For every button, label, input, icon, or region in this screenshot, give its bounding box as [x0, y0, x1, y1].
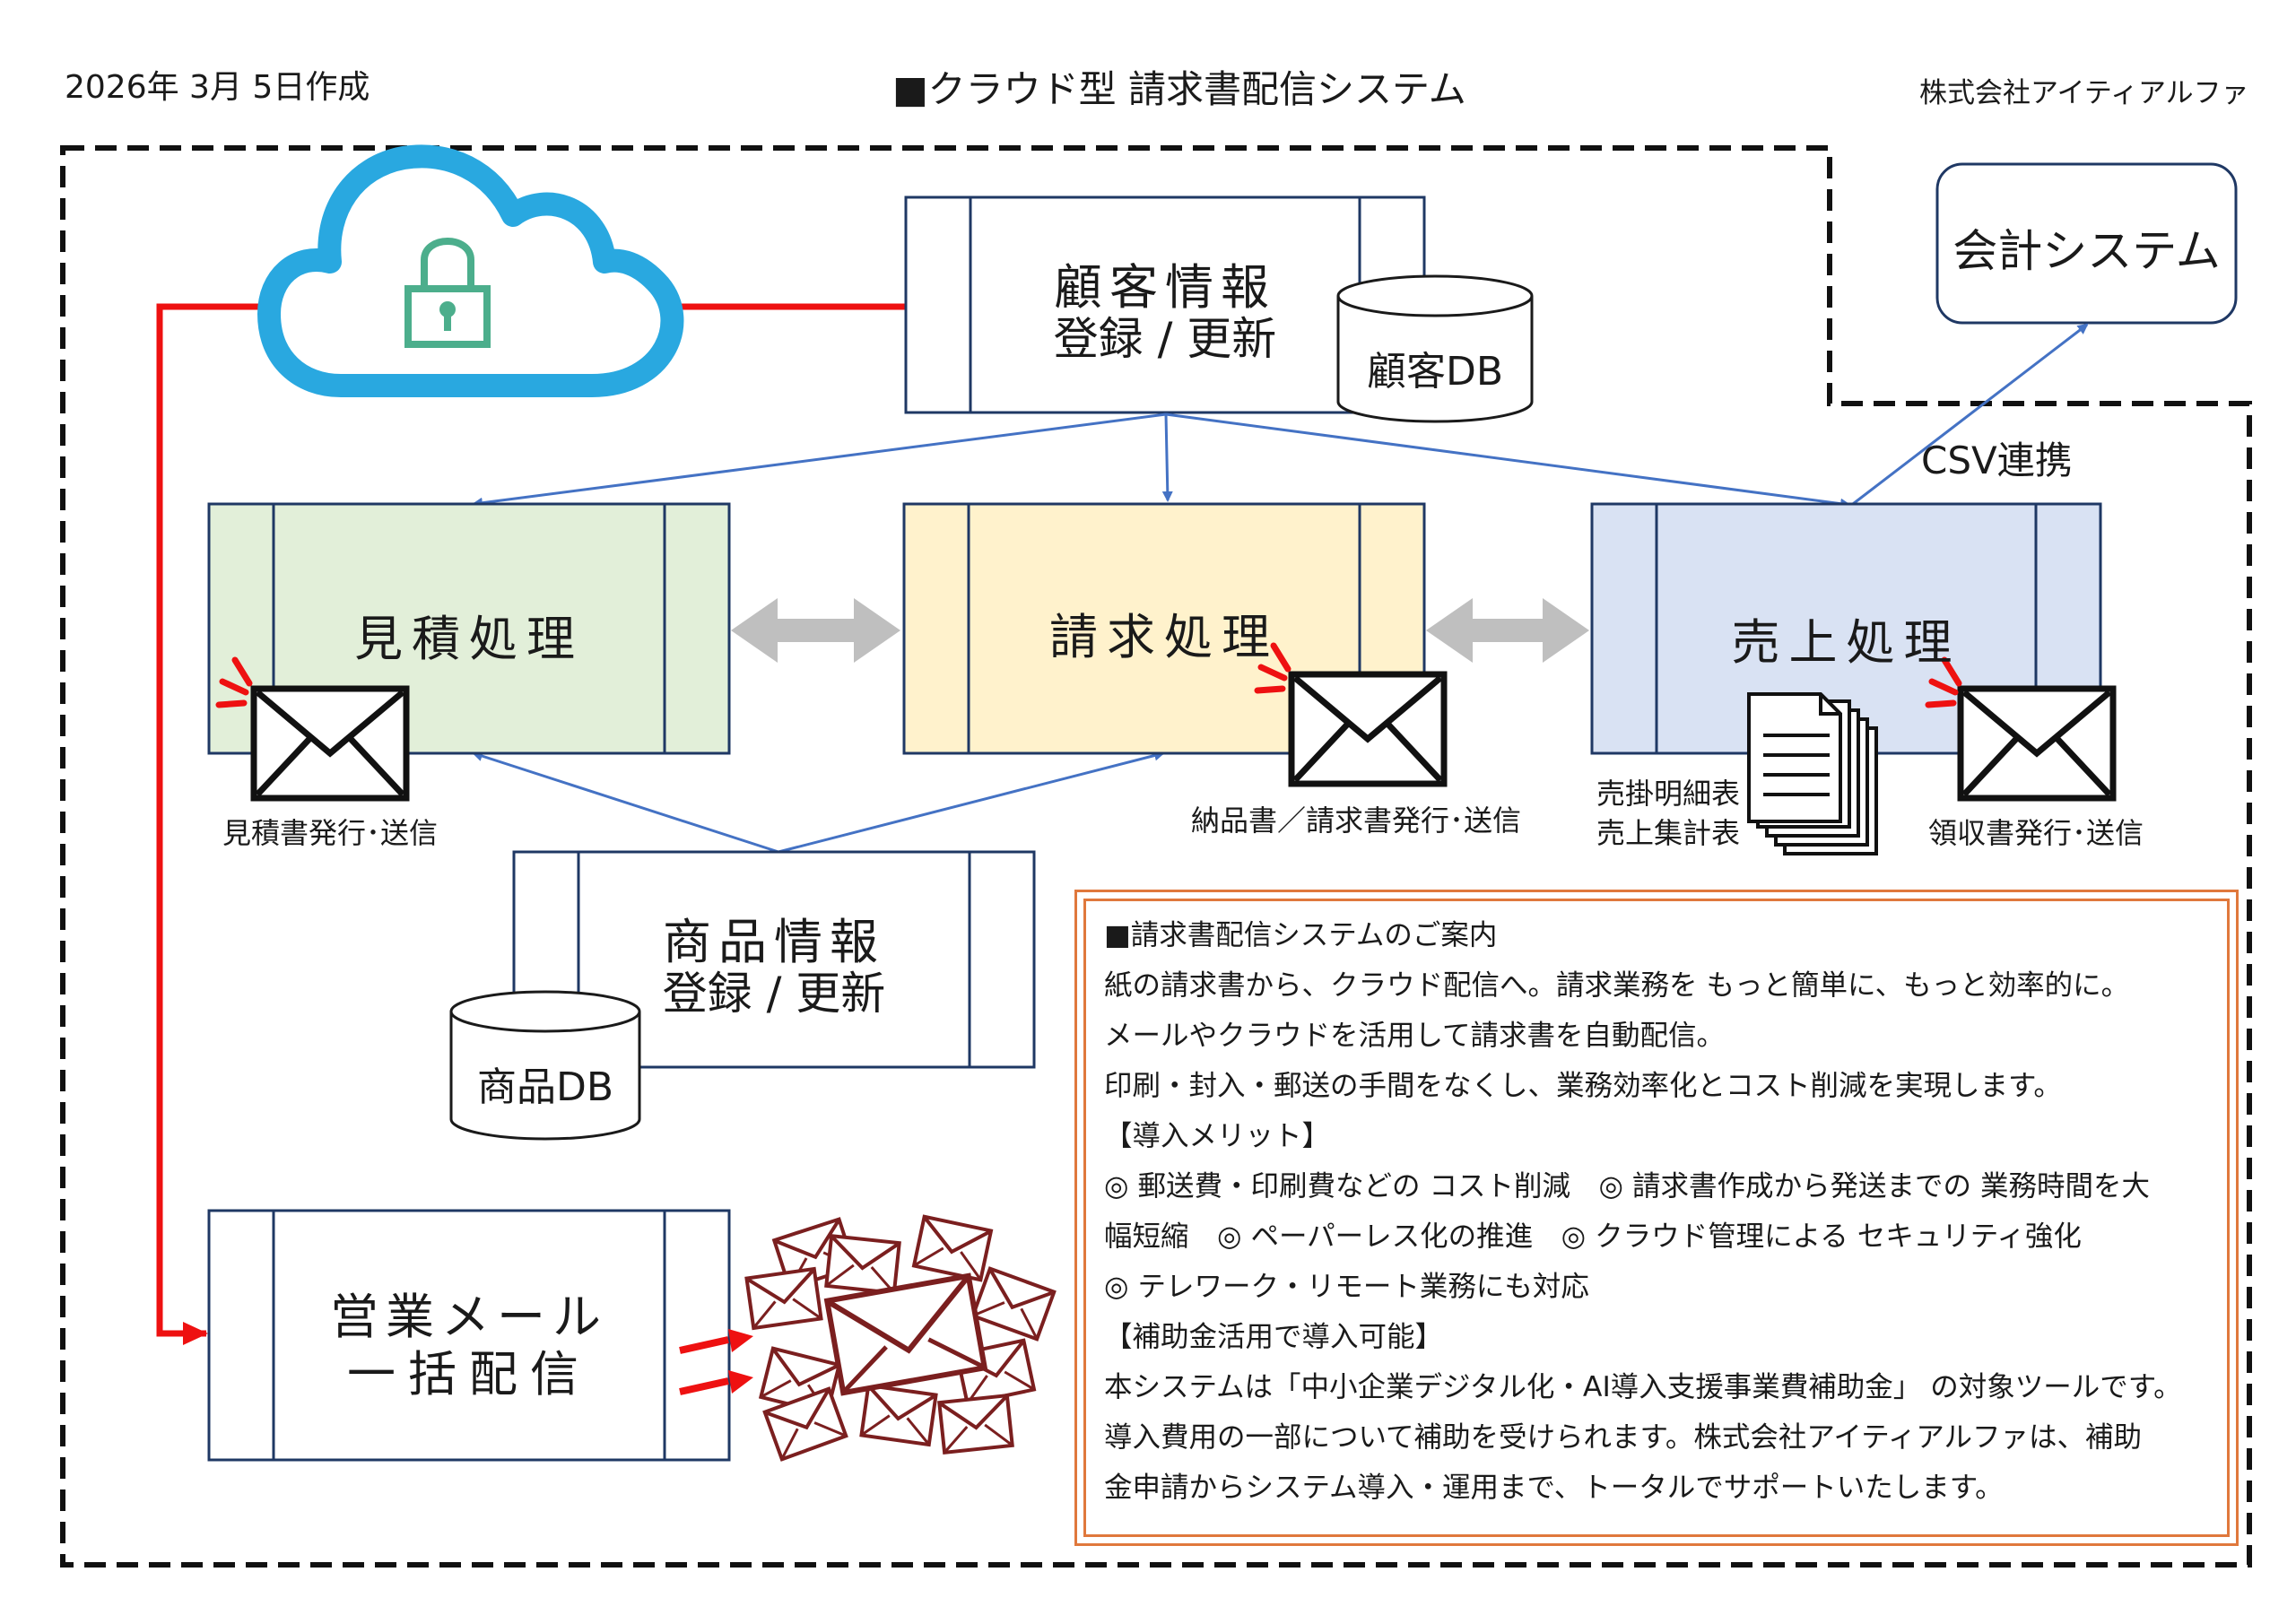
accounting-system-label: 会計システム	[1952, 225, 2221, 277]
lock-icon	[404, 238, 491, 348]
mail-burst-icon	[744, 1214, 1057, 1462]
info-panel: ■請求書配信システムのご案内 紙の請求書から、クラウド配信へ。請求業務を もっと…	[1074, 890, 2239, 1546]
page-title: ■クラウド型 請求書配信システム	[892, 67, 1466, 111]
csv-link-label: CSV連携	[1921, 439, 2073, 482]
info-line: メールやクラウドを活用して請求書を自動配信。	[1104, 1020, 1726, 1052]
document-stack-icon	[1747, 692, 1878, 855]
info-line: 幅短縮 ◎ ペーパーレス化の推進 ◎ クラウド管理による セキュリティ強化	[1104, 1220, 2082, 1253]
info-lines: ■請求書配信システムのご案内 紙の請求書から、クラウド配信へ。請求業務を もっと…	[1104, 910, 2218, 1513]
info-subheading: 【補助金活用で導入可能】	[1104, 1321, 1444, 1353]
info-line: ◎ 郵送費・印刷費などの コスト削減 ◎ 請求書作成から発送までの 業務時間を大	[1104, 1170, 2151, 1203]
invoice-caption: 納品書／請求書発行･送信	[1191, 803, 1522, 838]
estimate-process-label: 見積処理	[354, 611, 584, 667]
report-caption-2: 売上集計表	[1596, 816, 1741, 850]
info-line: 印刷・封入・郵送の手間をなくし、業務効率化とコスト削減を実現します。	[1104, 1070, 2062, 1102]
product-db-label: 商品DB	[476, 1064, 614, 1110]
info-heading: ■請求書配信システムのご案内	[1104, 919, 1498, 951]
customer-process-label-2: 登録 / 更新	[1053, 313, 1277, 365]
created-date: 2026年 3月 5日作成	[65, 69, 370, 106]
alert-ticks	[215, 642, 1962, 708]
customer-process-label: 顧客情報	[1054, 259, 1276, 316]
envelope-icon	[1961, 689, 2113, 798]
envelope-icon	[1292, 674, 1444, 784]
sales-process-label: 売上処理	[1731, 614, 1961, 671]
report-caption-1: 売掛明細表	[1596, 777, 1741, 811]
bidirectional-arrow	[731, 598, 1589, 663]
database-icon	[449, 990, 641, 1141]
accounting-system-box	[1935, 162, 2238, 325]
estimate-caption: 見積書発行･送信	[222, 816, 439, 850]
mail-process-label-2: 一括配信	[347, 1346, 591, 1403]
info-line: 本システムは「中小企業デジタル化・AI導入支援事業費補助金」 の対象ツールです。	[1104, 1371, 2182, 1403]
flow-arrows	[472, 323, 2089, 854]
info-subheading: 【導入メリット】	[1104, 1120, 1331, 1152]
info-line: ◎ テレワーク・リモート業務にも対応	[1104, 1271, 1589, 1303]
info-line: 金申請からシステム導入・運用まで、トータルでサポートいたします。	[1104, 1472, 2004, 1504]
mail-process-label: 営業メール	[330, 1289, 608, 1345]
receipt-caption: 領収書発行･送信	[1928, 816, 2144, 850]
info-line: 紙の請求書から、クラウド配信へ。請求業務を もっと簡単に、もっと効率的に。	[1104, 969, 2130, 1002]
company-name: 株式会社アイティアルファ	[1919, 77, 2249, 109]
info-line: 導入費用の一部について補助を受けられます。株式会社アイティアルファは、補助	[1104, 1421, 2142, 1454]
product-process-label: 商品情報	[663, 914, 885, 970]
system-boundary	[60, 145, 2252, 1568]
product-process-label-2: 登録 / 更新	[662, 968, 886, 1020]
mail-process-box	[207, 1209, 731, 1462]
invoice-process-label: 請求処理	[1049, 609, 1279, 665]
customer-db-label: 顧客DB	[1366, 349, 1504, 395]
send-arrows	[679, 1329, 753, 1395]
database-icon	[1336, 274, 1534, 423]
envelope-icon	[254, 689, 406, 798]
